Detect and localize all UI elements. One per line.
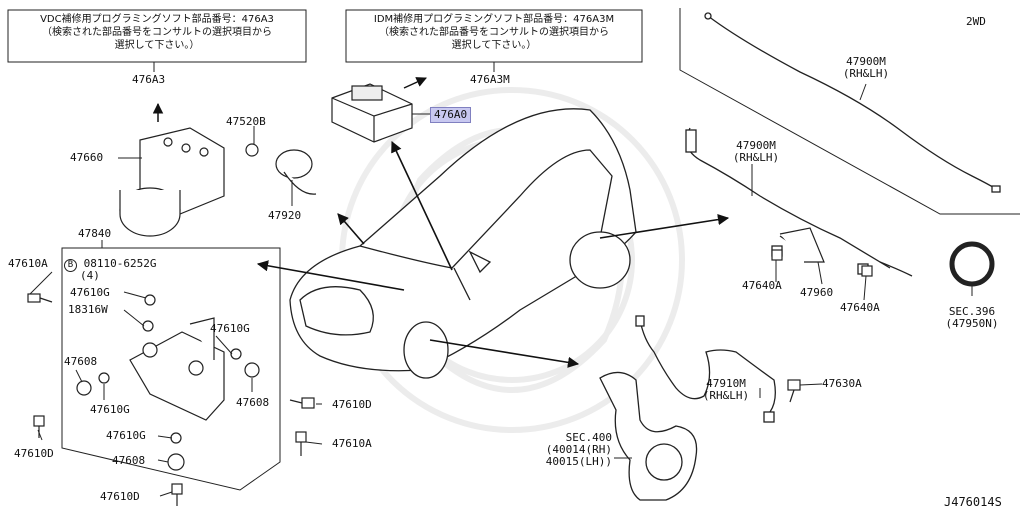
label-sec400-lh: 40015(LH)) [545, 455, 612, 468]
label-47900m-front[interactable]: 47900M (RH&LH) [716, 140, 796, 164]
label-47900m-front-number: 47900M [736, 139, 776, 152]
leader-lines [29, 271, 323, 497]
label-47640a-a[interactable]: 47640A [742, 279, 782, 292]
label-sec400[interactable]: SEC.400 (40014(RH) 40015(LH)) [498, 432, 612, 468]
abs-actuator-unit [119, 127, 225, 237]
arrow-to-bracket [256, 260, 405, 291]
label-47910m[interactable]: 47910M (RH&LH) [686, 378, 766, 402]
label-47610g-d[interactable]: 47610G [106, 429, 146, 442]
label-47630a[interactable]: 47630A [822, 377, 862, 390]
label-sec396-part: (47950N) [945, 317, 999, 330]
label-47520b[interactable]: 47520B [226, 115, 266, 128]
idm-control-module [331, 83, 413, 143]
mounting-bolts [27, 293, 315, 506]
label-18316w[interactable]: 18316W [68, 303, 108, 316]
label-sec396[interactable]: SEC.396 (47950N) [930, 306, 1014, 330]
label-47610a-bottom[interactable]: 47610A [332, 437, 372, 450]
steering-knuckle [599, 371, 698, 501]
diagram-code: J476014S [944, 495, 1002, 509]
label-47610d-left[interactable]: 47610D [14, 447, 54, 460]
label-47900m-front-side: (RH&LH) [732, 151, 780, 164]
label-47660[interactable]: 47660 [70, 151, 104, 164]
arrow-to-rear-sensor [599, 214, 730, 239]
label-476a3m[interactable]: 476A3M [470, 73, 510, 86]
label-sec400-number: SEC.400 [565, 431, 612, 444]
label-2wd: 2WD [966, 15, 986, 28]
label-476a0[interactable]: 476A0 [430, 107, 472, 123]
label-47840[interactable]: 47840 [78, 227, 112, 240]
vehicle-outline [289, 108, 637, 379]
label-47610d-right[interactable]: 47610D [332, 398, 372, 411]
label-47610g-c[interactable]: 47610G [90, 403, 130, 416]
yaw-rate-sensor [245, 143, 317, 195]
actuator-bracket [76, 294, 260, 471]
vdc-note-line3: 選択して下さい。） [114, 40, 200, 51]
label-sec396-number: SEC.396 [948, 305, 996, 318]
front-wheel-speed-sensor [635, 315, 776, 423]
bolt-spec-number: 08110-6252G [83, 257, 157, 270]
label-47610d-bottom[interactable]: 47610D [100, 490, 140, 503]
arrow-to-sensor [337, 213, 365, 245]
rear-harness-47900m [704, 12, 1001, 193]
idm-software-note: IDM補修用プログラミングソフト部品番号：476A3M （検索された部品番号をコ… [346, 13, 642, 52]
vdc-note-line1: VDC補修用プログラミングソフト部品番号：476A3 [40, 14, 274, 25]
label-47608-b[interactable]: 47608 [236, 396, 270, 409]
label-47900m-rear[interactable]: 47900M (RH&LH) [826, 56, 906, 80]
idm-note-line2: （検索された部品番号をコンサルトの選択項目から [379, 27, 609, 38]
label-47910m-number: 47910M [706, 377, 746, 390]
front-sensor-bolt [787, 379, 801, 403]
label-sec400-rh: (40014(RH) [545, 443, 612, 456]
bolt-spec[interactable]: B 08110-6252G [64, 258, 156, 272]
sensor-rotor-ring [949, 241, 995, 287]
rear-harness-panel [679, 8, 1020, 215]
idm-note-line1: IDM補修用プログラミングソフト部品番号：476A3M [373, 14, 615, 25]
arrow-idm-software [403, 77, 427, 89]
bracket-assembly-frame [61, 247, 281, 491]
label-47610a-left[interactable]: 47610A [8, 257, 48, 270]
vdc-software-note: VDC補修用プログラミングソフト部品番号：476A3 （検索された部品番号をコン… [8, 13, 306, 52]
label-47640a-b[interactable]: 47640A [840, 301, 880, 314]
arrow-to-module [391, 140, 453, 271]
label-47960[interactable]: 47960 [800, 286, 834, 299]
label-47920[interactable]: 47920 [268, 209, 302, 222]
vdc-note-box [7, 9, 307, 63]
label-47900m-rear-side: (RH&LH) [842, 67, 890, 80]
label-47610g-b[interactable]: 47610G [210, 322, 250, 335]
bolt-spec-qty: (4) [80, 269, 100, 282]
vdc-note-line2: （検索された部品番号をコンサルトの選択項目から [42, 27, 272, 38]
arrow-to-front-sensor [429, 339, 580, 368]
label-47608-c[interactable]: 47608 [112, 454, 146, 467]
bolt-spec-symbol: B [64, 259, 77, 272]
label-47610g-a[interactable]: 47610G [70, 286, 110, 299]
label-47910m-side: (RH&LH) [702, 389, 750, 402]
label-47608-a[interactable]: 47608 [64, 355, 98, 368]
idm-note-line3: 選択して下さい。） [451, 40, 537, 51]
label-47900m-rear-number: 47900M [846, 55, 886, 68]
label-476a3[interactable]: 476A3 [132, 73, 166, 86]
rear-sensor-bracket [771, 227, 873, 277]
